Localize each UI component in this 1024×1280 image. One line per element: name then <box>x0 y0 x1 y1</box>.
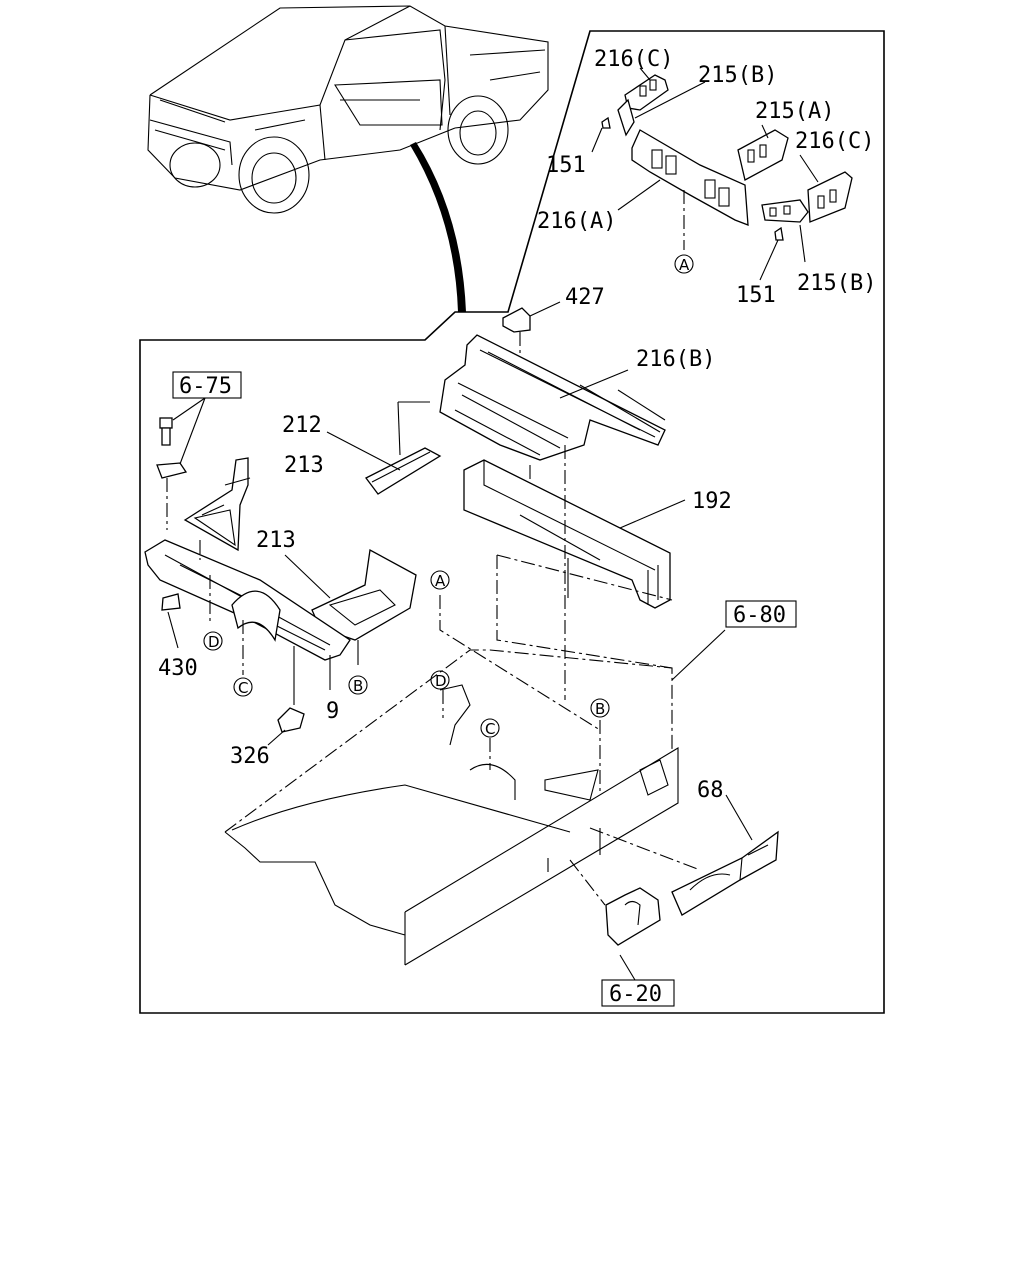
label-215b-bottom: 215(B) <box>797 271 876 296</box>
label-215a: 215(A) <box>755 99 834 124</box>
marker-d-floor: D <box>430 670 450 690</box>
callout-pointer <box>410 142 466 312</box>
label-326: 326 <box>230 744 270 769</box>
upper-parts <box>326 301 686 700</box>
svg-text:C: C <box>485 720 495 738</box>
label-216b: 216(B) <box>636 347 715 372</box>
marker-b-floor: B <box>590 698 610 718</box>
svg-text:D: D <box>208 633 220 651</box>
label-215b-top: 215(B) <box>698 63 777 88</box>
ref-box-6-75 <box>172 371 242 399</box>
label-213-top: 213 <box>284 453 324 478</box>
label-216a: 216(A) <box>537 209 616 234</box>
label-192: 192 <box>692 489 732 514</box>
marker-a-top: A <box>674 254 694 274</box>
marker-c-left: C <box>233 677 253 697</box>
lower-right-parts <box>569 794 779 981</box>
marker-b-left: B <box>348 675 368 695</box>
ref-box-6-20 <box>601 979 675 1007</box>
label-151-right: 151 <box>736 283 776 308</box>
label-213-mid: 213 <box>256 528 296 553</box>
svg-text:A: A <box>679 256 690 274</box>
floor-panel <box>224 554 726 966</box>
marker-c-floor: C <box>480 718 500 738</box>
svg-text:B: B <box>353 677 363 695</box>
label-68: 68 <box>697 778 724 803</box>
label-9: 9 <box>326 699 339 724</box>
diagram-frame <box>139 30 885 1014</box>
ref-6-80[interactable]: 6-80 <box>733 603 786 628</box>
left-parts <box>144 397 417 746</box>
svg-text:B: B <box>595 700 605 718</box>
ref-6-20[interactable]: 6-20 <box>609 982 662 1007</box>
label-216c-right: 216(C) <box>795 129 874 154</box>
label-430: 430 <box>158 656 198 681</box>
ref-6-75[interactable]: 6-75 <box>179 374 232 399</box>
label-216c-top: 216(C) <box>594 47 673 72</box>
ref-box-6-80 <box>725 600 797 628</box>
marker-d-left: D <box>203 631 223 651</box>
svg-text:C: C <box>238 679 248 697</box>
truck-illustration <box>147 5 549 214</box>
label-427: 427 <box>565 285 605 310</box>
label-151-left: 151 <box>546 153 586 178</box>
marker-a-floor: A <box>430 570 450 590</box>
svg-text:D: D <box>435 672 447 690</box>
label-212: 212 <box>282 413 322 438</box>
svg-text:A: A <box>435 572 446 590</box>
inset-parts <box>591 67 853 281</box>
